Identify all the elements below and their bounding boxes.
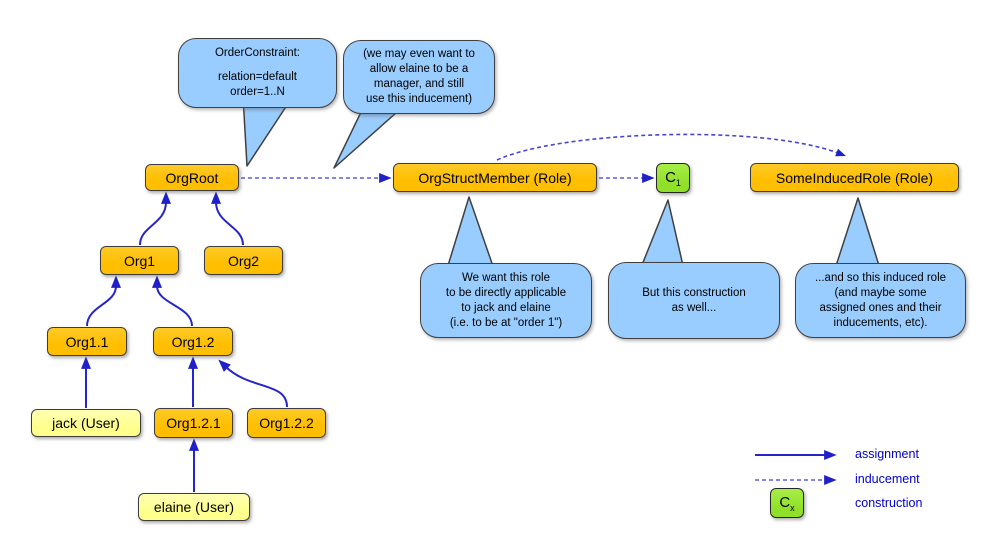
bubble-order-constraint: OrderConstraint: relation=default order=… [178, 38, 337, 108]
bubble-order-constraint-title: OrderConstraint: [214, 47, 300, 59]
node-someinducedrole-role: SomeInducedRole (Role) [750, 163, 959, 192]
node-someinducedrole-role-label: SomeInducedRole (Role) [775, 169, 934, 186]
inducement-arc-orgstructmember-someinducedrole [496, 133, 846, 161]
node-elaine-user: elaine (User) [138, 493, 250, 521]
node-org2-label: Org2 [227, 252, 260, 269]
node-jack-user: jack (User) [31, 409, 141, 437]
node-org1-2-1-label: Org1.2.1 [166, 415, 221, 431]
node-org1-label: Org1 [123, 252, 156, 269]
node-org1-2-label: Org1.2 [171, 333, 215, 350]
bubble-construction-note: But this construction as well... [608, 262, 780, 339]
legend-cx-label: Cx [779, 493, 795, 513]
assignment-arrow-org2-orgroot [211, 191, 244, 246]
node-org1-2-1: Org1.2.1 [154, 408, 233, 438]
assignment-arrow-org122-org12 [218, 359, 288, 408]
assignment-arrow-org11-org1 [86, 275, 121, 327]
node-org1-1-label: Org1.1 [65, 333, 109, 350]
bubble-tail-construction-note [639, 199, 685, 271]
node-elaine-user-label: elaine (User) [153, 499, 235, 515]
node-jack-user-label: jack (User) [52, 415, 120, 431]
node-org1-2-2: Org1.2.2 [247, 408, 326, 438]
node-org1-2: Org1.2 [153, 327, 233, 356]
node-orgstructmember-role-label: OrgStructMember (Role) [418, 169, 572, 186]
bubble-tail-manager-note [333, 104, 406, 169]
legend-inducement-label: inducement [855, 472, 920, 486]
bubble-tail-induced-note [833, 197, 882, 273]
assignment-arrow-org1-orgroot [139, 191, 171, 246]
node-org2: Org2 [204, 246, 283, 275]
bubble-tail-role-note [445, 196, 496, 273]
node-orgroot: OrgRoot [145, 164, 239, 191]
node-c1-label: C1 [665, 168, 681, 188]
node-org1: Org1 [100, 246, 179, 275]
assignment-arrow-org12-org1 [152, 275, 193, 327]
bubble-induced-note: ...and so this induced role (and maybe s… [795, 263, 966, 338]
bubble-role-note: We want this role to be directly applica… [420, 263, 592, 338]
node-orgroot-label: OrgRoot [165, 169, 219, 186]
legend-construction-box-icon: Cx [770, 488, 804, 518]
node-org1-2-2-label: Org1.2.2 [259, 415, 314, 431]
legend-assignment-label: assignment [855, 447, 919, 461]
node-org1-1: Org1.1 [47, 327, 127, 356]
legend-construction-label: construction [855, 496, 923, 510]
node-orgstructmember-role: OrgStructMember (Role) [393, 163, 597, 192]
node-construction-c1: C1 [656, 163, 690, 193]
bubble-manager-note: (we may even want to allow elaine to be … [343, 40, 495, 114]
